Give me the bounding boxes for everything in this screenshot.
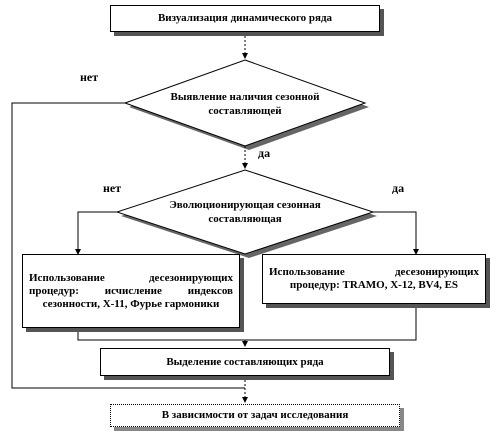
decision1-text: Выявление наличия сезонной составляющей — [170, 91, 320, 117]
connector-decision1-no-bypass — [11, 102, 245, 389]
decision2-no-label: нет — [103, 181, 122, 195]
end-box: В зависимости от задач исследования — [110, 404, 400, 427]
process-yes-text: Использование десезонирующих процедур: T… — [269, 266, 479, 291]
decision2-diamond — [115, 169, 375, 255]
merge-box-text: Выделение составляющих ряда — [166, 355, 324, 368]
merge-box: Выделение составляющих ряда — [100, 348, 390, 376]
process-no-text: Использование десезонирующих процедур: и… — [29, 271, 233, 310]
start-box: Визуализация динамического ряда — [110, 5, 380, 32]
start-box-text: Визуализация динамического ряда — [157, 12, 333, 24]
decision1-yes-label: да — [258, 146, 271, 160]
connector-process-no-merge — [77, 328, 245, 341]
connector-decision2-yes — [373, 211, 417, 250]
decision1-no-label: нет — [80, 70, 99, 84]
process-no-box: Использование десезонирующих процедур: и… — [22, 254, 240, 328]
end-box-text: В зависимости от задач исследования — [161, 409, 349, 421]
process-yes-box: Использование десезонирующих процедур: T… — [262, 254, 486, 304]
connector-process-yes-merge — [245, 304, 417, 341]
decision2-yes-label: да — [392, 181, 405, 195]
decision2-text: Эволюционирующая сезонная составляющая — [169, 199, 321, 225]
connector-decision2-no — [77, 211, 117, 250]
